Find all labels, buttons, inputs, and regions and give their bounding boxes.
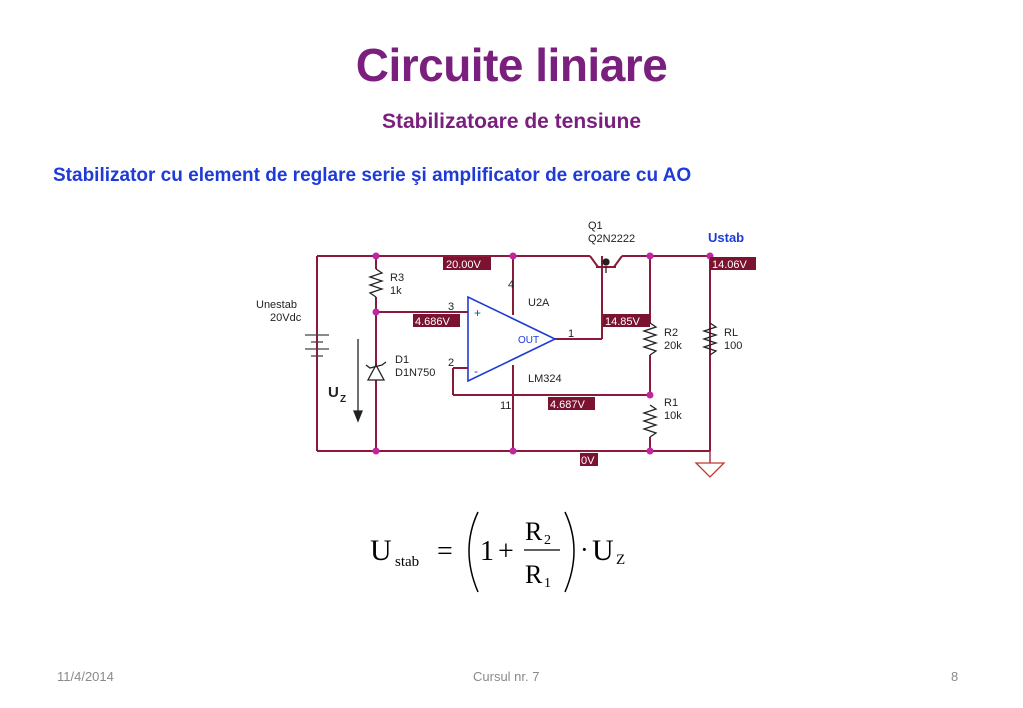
pin11-label: 11 xyxy=(500,400,511,412)
v-plus-label: 4.686V xyxy=(415,316,451,328)
circuit-schematic: 20.00V 14.06V 4.686V 14.85V 4.687V 0V Q1… xyxy=(256,220,756,478)
uz-label: U xyxy=(328,384,339,401)
v-top-left-label: 20.00V xyxy=(446,259,482,271)
component-labels: Q1 Q2N2222 Ustab R3 1k Unestab 20Vdc D1 … xyxy=(256,220,744,422)
u2a-label: U2A xyxy=(528,297,550,309)
r1-val: 10k xyxy=(664,410,682,422)
rl-ref: RL xyxy=(724,327,738,339)
slide-subtitle: Stabilizatoare de tensiune xyxy=(381,110,642,133)
left-paren xyxy=(468,511,479,593)
formula-plus: + xyxy=(498,536,514,567)
r2-ref: R2 xyxy=(664,327,678,339)
v-opout-label: 14.85V xyxy=(605,316,641,328)
ustab-label: Ustab xyxy=(708,230,744,245)
v-fb-label: 4.687V xyxy=(550,399,586,411)
d1-ref: D1 xyxy=(395,354,409,366)
right-paren xyxy=(564,511,575,593)
footer-page-number: 8 xyxy=(951,669,959,684)
source-name: Unestab xyxy=(256,299,297,311)
footer-course: Cursul nr. 7 xyxy=(473,669,540,684)
circuit-components xyxy=(305,258,726,478)
formula-den-sub: 1 xyxy=(544,576,551,591)
formula-rhs-sub: Z xyxy=(616,552,625,568)
r1-ref: R1 xyxy=(664,397,678,409)
formula-rhs: U xyxy=(592,534,614,567)
voltage-labels: 20.00V 14.06V 4.686V 14.85V 4.687V 0V xyxy=(413,257,756,467)
lm-label: LM324 xyxy=(528,373,562,385)
d1-part: D1N750 xyxy=(395,367,435,379)
slide-heading: Stabilizator cu element de reglare serie… xyxy=(53,165,692,186)
uz-sub: Z xyxy=(340,394,346,405)
q1-part: Q2N2222 xyxy=(588,233,635,245)
formula-den: R xyxy=(525,560,543,589)
circuit-nodes xyxy=(372,252,714,455)
out-pin-label: OUT xyxy=(518,335,539,346)
v-out-label: 14.06V xyxy=(712,259,748,271)
pin3-label: 3 xyxy=(448,301,454,313)
formula-dot: · xyxy=(580,535,589,564)
formula-num: R xyxy=(525,517,543,546)
formula-lhs: U xyxy=(370,534,392,567)
formula: U stab = 1 + R 2 R 1 · U Z xyxy=(370,511,625,593)
formula-one: 1 xyxy=(480,536,494,567)
source-val: 20Vdc xyxy=(270,312,302,324)
footer-date: 11/4/2014 xyxy=(57,669,114,684)
slide-title: Circuite liniare xyxy=(355,39,668,91)
pin1-label: 1 xyxy=(568,328,574,340)
r2-val: 20k xyxy=(664,340,682,352)
rl-val: 100 xyxy=(724,340,742,352)
minus-input: - xyxy=(474,364,478,378)
pin2-label: 2 xyxy=(448,357,454,369)
formula-eq: = xyxy=(437,536,453,567)
r3-ref: R3 xyxy=(390,272,404,284)
plus-input: + xyxy=(474,306,481,320)
q1-ref: Q1 xyxy=(588,220,603,232)
r3-val: 1k xyxy=(390,285,402,297)
formula-lhs-sub: stab xyxy=(395,554,419,570)
v-gnd-label: 0V xyxy=(581,455,595,467)
pin4-label: 4 xyxy=(508,279,514,291)
formula-num-sub: 2 xyxy=(544,533,551,548)
